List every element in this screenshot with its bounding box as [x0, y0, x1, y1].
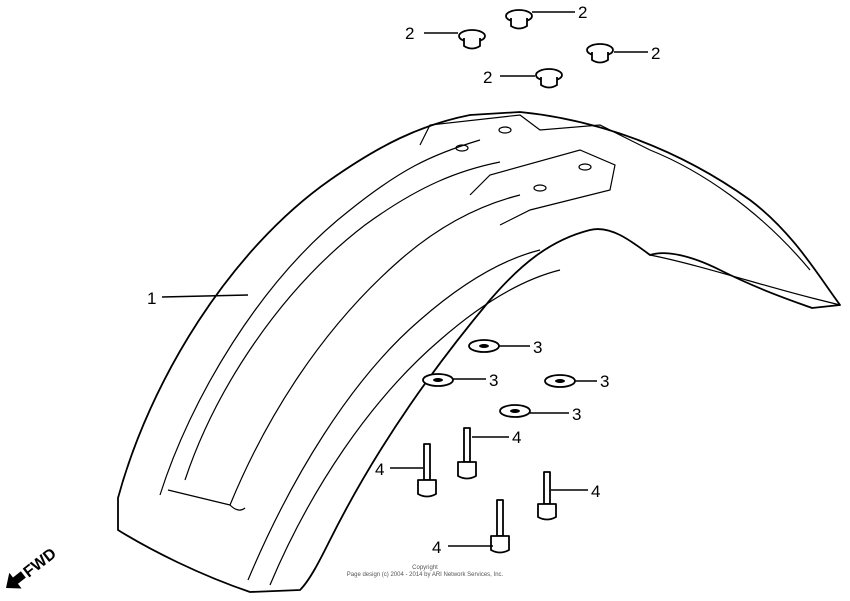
arrow-icon: [6, 571, 26, 589]
callout-3: 3: [572, 405, 581, 424]
callout-3: 3: [600, 372, 609, 391]
callout-3: 3: [533, 338, 542, 357]
callout-2: 2: [578, 3, 587, 22]
grommets-part-2: [458, 9, 614, 89]
bolts-part-4: [417, 427, 557, 554]
bolt: [417, 443, 437, 498]
callout-4: 4: [375, 460, 384, 479]
washer: [499, 404, 531, 418]
washer: [468, 339, 500, 353]
leader-lines: [161, 11, 648, 547]
callout-2: 2: [651, 44, 660, 63]
copyright-line-1: Copyright: [412, 565, 438, 571]
callout-labels: 2 2 2 2 1 3 3 3 3 4 4 4 4: [147, 3, 660, 557]
front-fender: [117, 111, 841, 593]
grommet: [505, 9, 533, 30]
callout-2: 2: [483, 68, 492, 87]
bolt: [457, 427, 477, 480]
copyright-line-2: Page design (c) 2004 - 2014 by ARI Netwo…: [346, 572, 504, 578]
grommet: [458, 29, 486, 50]
callout-2: 2: [405, 24, 414, 43]
bolt: [490, 499, 510, 554]
callout-4: 4: [432, 538, 441, 557]
callout-4: 4: [512, 428, 521, 447]
grommet: [586, 43, 614, 64]
washer: [422, 373, 454, 387]
callout-4: 4: [591, 482, 600, 501]
bolt: [537, 471, 557, 521]
washers-part-3: [422, 339, 576, 418]
callout-3: 3: [489, 371, 498, 390]
grommet: [535, 68, 563, 89]
callout-1: 1: [147, 289, 156, 308]
washer: [544, 374, 576, 388]
